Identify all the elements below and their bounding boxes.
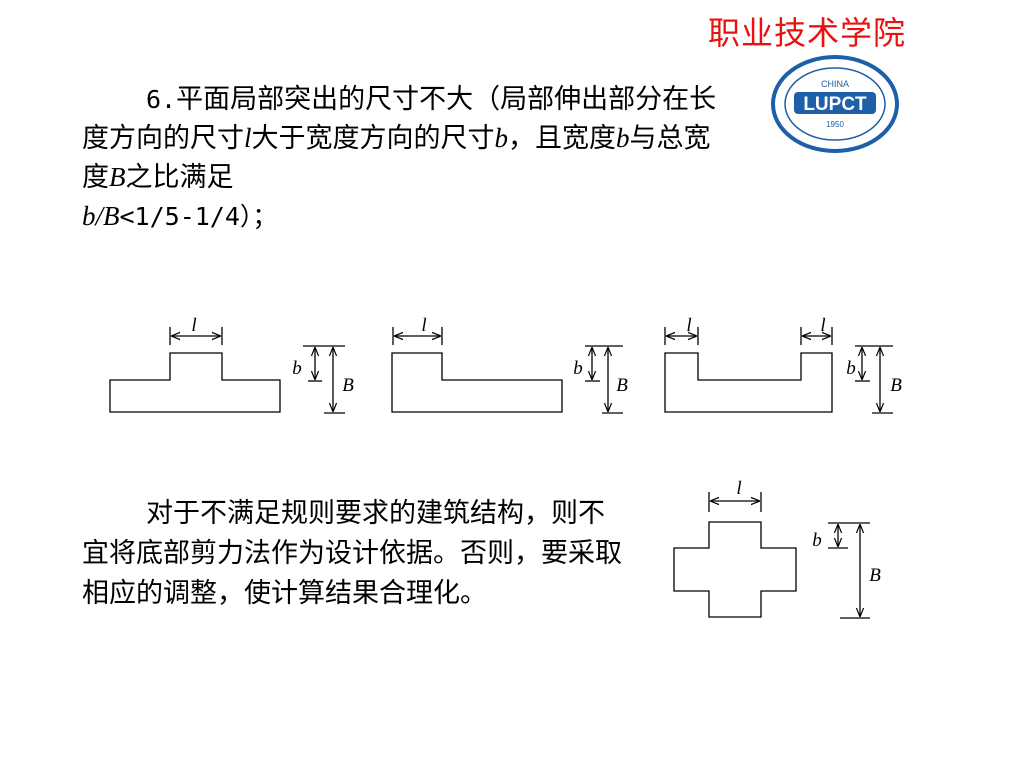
label-B: B: [342, 375, 354, 396]
conclusion-paragraph: 对于不满足规则要求的建筑结构，则不宜将底部剪力法作为设计依据。否则，要采取相应的…: [82, 494, 622, 614]
diagram-l-shape: [391, 327, 623, 414]
label-l: l: [736, 478, 741, 499]
text-segment: 与总宽度: [82, 123, 711, 193]
label-B: B: [869, 565, 881, 586]
var-b-over-B: b/B: [82, 201, 120, 231]
label-b: b: [846, 358, 856, 379]
text-segment: ，且宽度: [508, 123, 617, 154]
rule-paragraph: 6.平面局部突出的尺寸不大（局部伸出部分在长度方向的尺寸l大于宽度方向的尺寸b，…: [82, 80, 722, 236]
label-l: l: [191, 315, 196, 336]
diagram-cross-shape: [673, 492, 870, 619]
rule-number: 6.: [146, 85, 177, 114]
logo-year: 1950: [826, 120, 844, 129]
var-l: l: [244, 123, 252, 153]
diagram-u-shape: [664, 327, 893, 414]
var-b: b: [616, 123, 630, 153]
header-title: 职业技术学院: [708, 14, 907, 52]
ratio-text: <1/5-1/4）；: [119, 202, 278, 231]
label-b: b: [573, 358, 583, 379]
text-segment: 之比满足: [125, 162, 234, 193]
label-B: B: [616, 375, 628, 396]
text-segment: 平面局部突出的尺寸不大（局部伸出部分在长度方向的尺寸: [82, 84, 717, 154]
logo-top-text: CHINA: [821, 79, 849, 89]
school-logo: CHINA LUPCT 1950: [771, 55, 899, 153]
var-b: b: [494, 123, 509, 153]
label-b: b: [292, 358, 302, 379]
label-l: l: [820, 315, 825, 336]
logo-main-text: LUPCT: [803, 94, 867, 115]
label-b: b: [812, 530, 822, 551]
text-segment: 大于宽度方向的尺寸: [251, 123, 495, 154]
diagram-t-shape: [109, 327, 345, 414]
label-l: l: [421, 315, 426, 336]
conclusion-text: 对于不满足规则要求的建筑结构，则不宜将底部剪力法作为设计依据。否则，要采取相应的…: [82, 498, 622, 609]
label-B: B: [890, 375, 902, 396]
label-l: l: [686, 315, 691, 336]
var-B: B: [109, 162, 126, 192]
